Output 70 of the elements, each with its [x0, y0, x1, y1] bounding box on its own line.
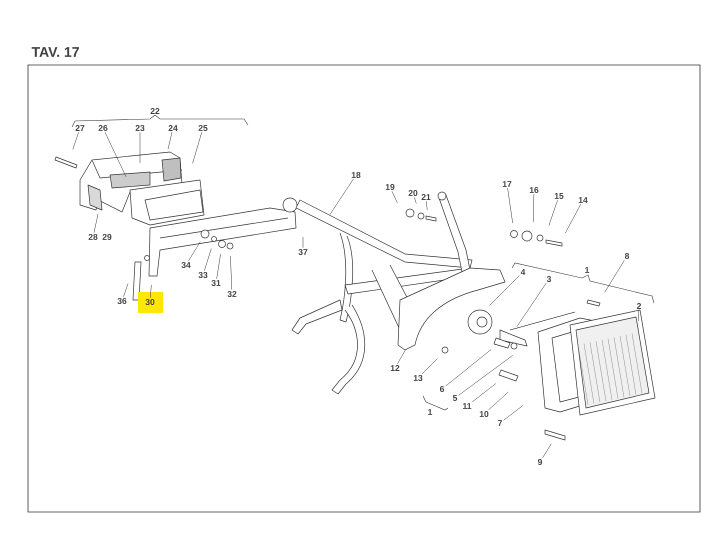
leader-line [72, 132, 79, 150]
callout-number: 5 [452, 395, 458, 401]
leader-line [604, 260, 625, 293]
leader-line [204, 248, 212, 272]
leader-line [216, 254, 221, 280]
callout-number: 12 [390, 365, 400, 371]
leader-line [426, 200, 428, 210]
callout-number: 34 [181, 262, 191, 268]
leader-line [192, 132, 202, 164]
callout-number: 31 [211, 280, 220, 286]
leader-line [445, 349, 492, 386]
leader-line [94, 214, 98, 234]
leader-line [507, 188, 513, 224]
title: TAV. 17 [32, 47, 79, 57]
callout-number: 30 [145, 299, 154, 305]
callout-number: 21 [422, 194, 430, 200]
leader-line [565, 204, 582, 234]
callout-number: 16 [530, 187, 538, 193]
callout-number: 8 [624, 253, 630, 259]
leader-line [188, 241, 201, 262]
callout-number: 33 [198, 272, 208, 278]
callout-number: 1 [585, 267, 590, 273]
callout-number: 4 [520, 269, 526, 275]
callout-number: 7 [498, 420, 502, 426]
callout-number: 36 [117, 298, 126, 304]
callout-number: 29 [102, 234, 112, 240]
callout-number: 32 [227, 290, 236, 297]
callout-number: 25 [198, 125, 208, 131]
callout-number: 14 [578, 197, 588, 203]
leader-line [168, 132, 172, 150]
callout-number: 9 [538, 459, 542, 465]
leader-line [542, 443, 552, 458]
callout-number: 37 [298, 249, 308, 255]
callout-number: 18 [352, 172, 360, 178]
callout-number: 22 [150, 108, 160, 114]
callout-number: 3 [546, 276, 552, 282]
leader-line [472, 383, 496, 402]
callout-number: 19 [386, 184, 394, 190]
leader-line [422, 358, 438, 374]
leader-line [489, 275, 520, 306]
leader-line [458, 355, 514, 396]
leader-line [414, 196, 417, 204]
leader-line [230, 256, 232, 290]
callout-number: 23 [136, 125, 144, 131]
callout-number: 20 [408, 190, 418, 196]
callout-number: 10 [480, 411, 488, 417]
leader-line [392, 190, 398, 204]
callout-number: 6 [440, 386, 444, 392]
callout-number: 17 [502, 181, 512, 187]
leader-line [330, 178, 354, 215]
leader-line [532, 194, 534, 222]
leader-line [638, 310, 640, 322]
leader-line [488, 392, 509, 410]
callout-number: 26 [98, 125, 108, 131]
callout-number: 24 [168, 125, 178, 131]
callout-number: 1 [428, 409, 432, 415]
leader-line [104, 132, 126, 178]
leader-line [397, 350, 406, 364]
callout-number: 2 [636, 303, 642, 309]
callout-number: 15 [554, 193, 564, 199]
callout-number: 28 [88, 234, 98, 240]
leader-line [302, 236, 304, 248]
callout-number: 13 [414, 374, 422, 381]
leader-line [503, 405, 524, 421]
leader-line [548, 200, 558, 226]
leader-line [150, 284, 152, 298]
leader-line [123, 283, 128, 298]
callout-number: 27 [76, 125, 84, 131]
callout-number: 11 [463, 403, 472, 409]
leader-line [516, 282, 546, 327]
